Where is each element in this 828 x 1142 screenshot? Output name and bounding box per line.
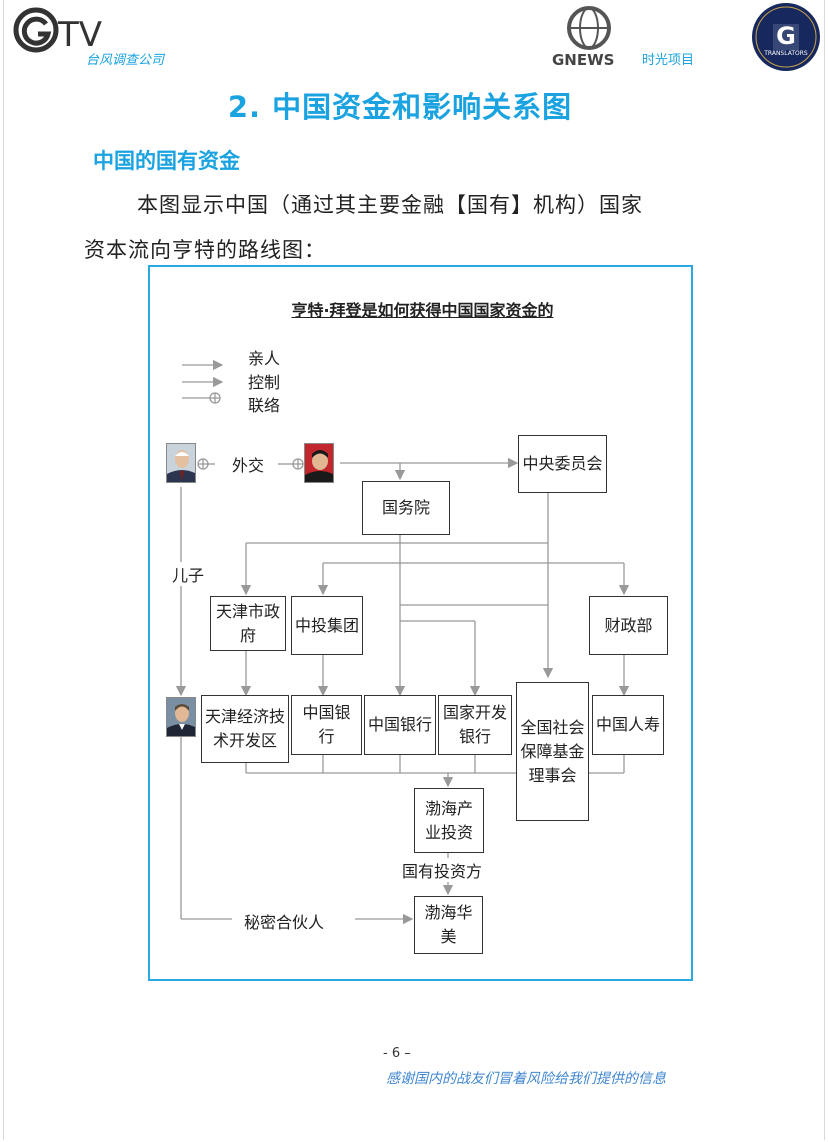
edge-label-secret-partner: 秘密合伙人 (242, 909, 327, 933)
section-heading: 中国的国有资金 (93, 149, 240, 173)
gtv-logo: TV (13, 7, 102, 55)
node-china-development-bank: 国家开发银行 (438, 695, 512, 755)
node-ministry-of-finance: 财政部 (589, 596, 668, 655)
translators-logo-text: TRANSLATORS (763, 50, 808, 57)
page-number: - 6 – (383, 1046, 411, 1061)
gtv-subtitle: 台风调查公司 (86, 53, 165, 68)
legend-label-liaison: 联络 (248, 396, 281, 415)
node-china-investment-corp: 中投集团 (291, 596, 363, 655)
node-bank-of-china-1: 中国银行 (291, 695, 362, 755)
joe-biden-photo (166, 443, 196, 483)
node-bohai-huamei: 渤海华美 (414, 896, 483, 954)
page-border (3, 0, 825, 1140)
translators-logo: G TRANSLATORS (752, 3, 820, 71)
svg-text:G: G (776, 22, 796, 50)
node-china-life: 中国人寿 (592, 695, 664, 755)
diagram-title: 亨特·拜登是如何获得中国国家资金的 (291, 301, 554, 320)
legend-label-control: 控制 (248, 373, 281, 392)
gnews-logo: GNEWS (552, 6, 614, 69)
node-state-council: 国务院 (362, 481, 450, 535)
body-text-line-2: 资本流向亨特的路线图： (84, 238, 326, 262)
node-social-security-fund: 全国社会保障基金理事会 (516, 682, 589, 821)
footer-note: 感谢国内的战友们冒着风险给我们提供的信息 (386, 1071, 666, 1087)
node-tianjin-economic-zone: 天津经济技术开发区 (201, 695, 289, 763)
node-bank-of-china-2: 中国银行 (364, 695, 436, 755)
node-bohai-industrial-investment: 渤海产业投资 (414, 788, 484, 853)
page-title: 2. 中国资金和影响关系图 (227, 90, 573, 124)
gnews-logo-text: GNEWS (552, 51, 614, 69)
node-central-committee: 中央委员会 (518, 435, 607, 493)
body-text-line-1: 本图显示中国（通过其主要金融【国有】机构）国家 (137, 193, 643, 217)
node-tianjin-government: 天津市政府 (210, 596, 286, 651)
hunter-biden-photo (166, 697, 196, 737)
gtv-logo-text: TV (57, 15, 102, 55)
gnews-subtitle: 时光项目 (642, 53, 695, 68)
edge-label-state-investor: 国有投资方 (400, 858, 485, 882)
relationship-diagram: 亨特·拜登是如何获得中国国家资金的 亲人 控制 联络 外交 儿子 (148, 265, 693, 981)
edge-label-son: 儿子 (170, 562, 207, 586)
legend-label-kin: 亲人 (248, 349, 281, 368)
xi-jinping-photo (304, 443, 334, 483)
edge-label-diplomacy: 外交 (230, 452, 267, 476)
